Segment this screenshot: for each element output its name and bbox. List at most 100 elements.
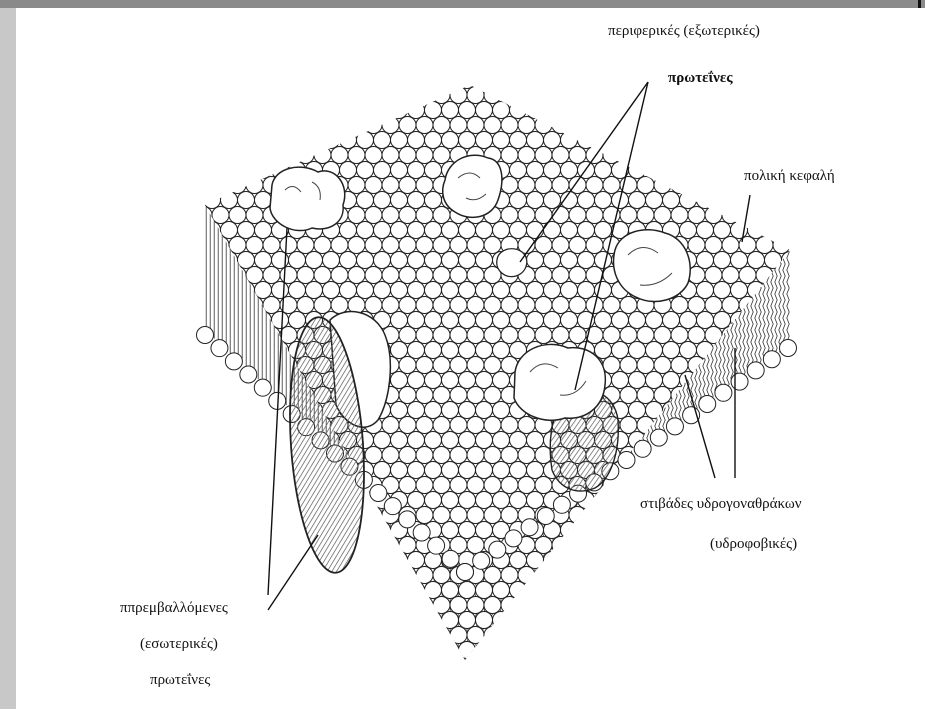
polar-head: [229, 657, 246, 674]
polar-head: [782, 72, 799, 89]
polar-head: [544, 192, 561, 209]
polar-head: [442, 252, 459, 269]
polar-head: [671, 597, 688, 614]
polar-head: [425, 222, 442, 239]
polar-head: [739, 267, 756, 284]
polar-head: [416, 507, 433, 524]
polar-head: [518, 657, 535, 674]
polar-head: [705, 417, 722, 434]
polar-head: [416, 357, 433, 374]
polar-head: [561, 132, 578, 149]
polar-head: [255, 162, 272, 179]
polar-head: [204, 552, 221, 569]
polar-head: [467, 117, 484, 134]
polar-head: [650, 429, 667, 446]
polar-head: [680, 612, 697, 629]
polar-head: [442, 222, 459, 239]
polar-head: [747, 362, 764, 379]
polar-head: [416, 447, 433, 464]
polar-head: [654, 447, 671, 464]
polar-head: [663, 132, 680, 149]
polar-head: [459, 132, 476, 149]
polar-head: [501, 117, 518, 134]
polar-head: [612, 102, 629, 119]
polar-head: [773, 597, 790, 614]
polar-head: [484, 87, 501, 104]
polar-head: [374, 162, 391, 179]
polar-head: [467, 357, 484, 374]
polar-head: [773, 387, 790, 404]
polar-head: [527, 102, 544, 119]
polar-head: [527, 222, 544, 239]
polar-head: [705, 447, 722, 464]
polar-head: [476, 282, 493, 299]
polar-head: [212, 537, 229, 554]
polar-head: [527, 492, 544, 509]
polar-head: [646, 312, 663, 329]
polar-head: [569, 327, 586, 344]
polar-head: [357, 282, 374, 299]
polar-head: [365, 507, 382, 524]
polar-head: [433, 117, 450, 134]
polar-head: [433, 237, 450, 254]
polar-head: [620, 507, 637, 524]
polar-head: [323, 252, 340, 269]
polar-head: [357, 222, 374, 239]
polar-head: [280, 267, 297, 284]
polar-head: [391, 312, 408, 329]
polar-head: [187, 342, 204, 359]
polar-head: [722, 627, 739, 644]
polar-head: [467, 267, 484, 284]
polar-head: [221, 192, 238, 209]
polar-head: [552, 327, 569, 344]
polar-head: [765, 372, 782, 389]
polar-head: [331, 237, 348, 254]
polar-head: [289, 312, 306, 329]
polar-head: [221, 402, 238, 419]
polar-head: [357, 582, 374, 599]
polar-head: [722, 117, 739, 134]
polar-head: [748, 132, 765, 149]
polar-head: [467, 537, 484, 554]
polar-head: [204, 462, 221, 479]
polar-head: [671, 297, 688, 314]
polar-head: [484, 447, 501, 464]
polar-head: [569, 537, 586, 554]
polar-head: [697, 552, 714, 569]
polar-head: [229, 147, 246, 164]
polar-head: [225, 353, 242, 370]
polar-head: [280, 597, 297, 614]
polar-head: [715, 384, 732, 401]
polar-head: [408, 402, 425, 419]
polar-head: [365, 567, 382, 584]
polar-head: [340, 282, 357, 299]
polar-head: [229, 537, 246, 554]
polar-head: [688, 207, 705, 224]
polar-head: [484, 657, 501, 674]
label-peripheral-line1: περιφερικές (εξωτερικές): [608, 23, 760, 39]
polar-head: [765, 642, 782, 659]
polar-head: [663, 312, 680, 329]
polar-head: [365, 597, 382, 614]
polar-head: [493, 312, 510, 329]
polar-head: [246, 537, 263, 554]
polar-head: [722, 657, 739, 674]
polar-head: [493, 492, 510, 509]
polar-head: [221, 102, 238, 119]
polar-head: [705, 657, 722, 674]
polar-head: [433, 267, 450, 284]
polar-head: [272, 432, 289, 449]
polar-head: [323, 612, 340, 629]
polar-head: [416, 207, 433, 224]
polar-head: [425, 432, 442, 449]
polar-head: [748, 432, 765, 449]
polar-head: [263, 267, 280, 284]
polar-head: [484, 597, 501, 614]
polar-head: [561, 282, 578, 299]
polar-head: [204, 132, 221, 149]
polar-head: [459, 342, 476, 359]
polar-head: [544, 552, 561, 569]
polar-head: [212, 87, 229, 104]
polar-head: [382, 237, 399, 254]
